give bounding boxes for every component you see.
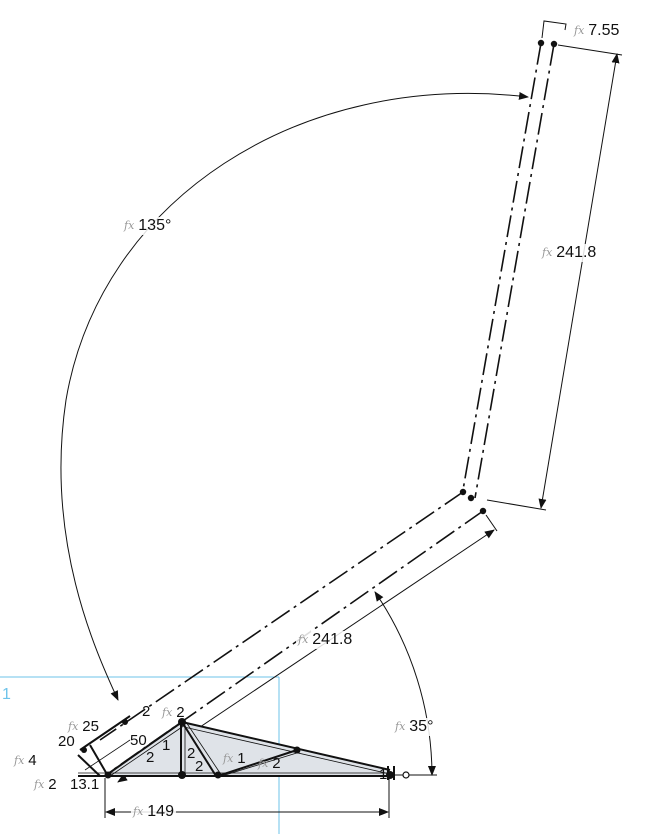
- dim-value: 7.55: [588, 22, 620, 39]
- dim-value: 2: [142, 703, 151, 720]
- dim-label-20[interactable]: 20: [56, 733, 77, 751]
- fx-icon: fx: [223, 752, 234, 765]
- dim-value: 2: [187, 745, 196, 762]
- dim-value: 2: [48, 776, 57, 793]
- dim-value: 35°: [409, 718, 434, 735]
- dim-label-1c[interactable]: 1: [377, 766, 389, 784]
- dim-label-13-1[interactable]: 13.1: [68, 776, 101, 794]
- fx-icon: fx: [162, 706, 173, 719]
- fx-icon: fx: [395, 720, 406, 733]
- dim-value: 13.1: [70, 776, 100, 793]
- upper-arm-lines[interactable]: [462, 42, 555, 499]
- truss[interactable]: [77, 715, 395, 780]
- dim-value: 25: [82, 718, 99, 735]
- dim-value: 2: [195, 758, 204, 775]
- dim-value: 241.8: [556, 244, 597, 261]
- dim-upper-length[interactable]: [486, 44, 623, 511]
- dim-top-width[interactable]: [541, 20, 567, 39]
- fx-icon: fx: [124, 219, 135, 232]
- dim-label-2d[interactable]: 2: [193, 758, 205, 776]
- dim-value: 2: [146, 749, 155, 766]
- fx-icon: fx: [34, 778, 45, 791]
- dim-value: 20: [58, 733, 75, 750]
- dim-label-2b[interactable]: 2: [144, 749, 156, 767]
- fx-icon: fx: [258, 757, 269, 770]
- dim-value: 1: [237, 750, 246, 767]
- dim-label-1a[interactable]: 1: [160, 737, 172, 755]
- fx-icon: fx: [14, 754, 25, 767]
- fx-icon: fx: [542, 246, 553, 259]
- sketch-points[interactable]: [459, 39, 558, 515]
- dim-label-2e[interactable]: 2: [140, 703, 152, 721]
- dim-value: 2: [272, 755, 281, 772]
- fx-icon: fx: [574, 24, 585, 37]
- region-label: 1: [2, 686, 11, 703]
- dim-arc-135[interactable]: [60, 91, 529, 701]
- dim-value: 1: [162, 737, 171, 754]
- dim-value: 2: [176, 704, 185, 721]
- dim-value: 1: [379, 766, 388, 783]
- dim-value: 135°: [138, 217, 172, 234]
- dim-label-2c[interactable]: 2: [185, 745, 197, 763]
- dim-value: 4: [28, 752, 37, 769]
- fx-icon: fx: [298, 633, 309, 646]
- dim-arc-35[interactable]: [374, 591, 436, 776]
- fx-icon: fx: [68, 720, 79, 733]
- dim-label-50[interactable]: 50: [128, 732, 149, 750]
- dim-value: 149: [147, 803, 174, 820]
- fx-icon: fx: [133, 805, 144, 818]
- dim-value: 50: [130, 732, 147, 749]
- dim-value: 241.8: [312, 631, 353, 648]
